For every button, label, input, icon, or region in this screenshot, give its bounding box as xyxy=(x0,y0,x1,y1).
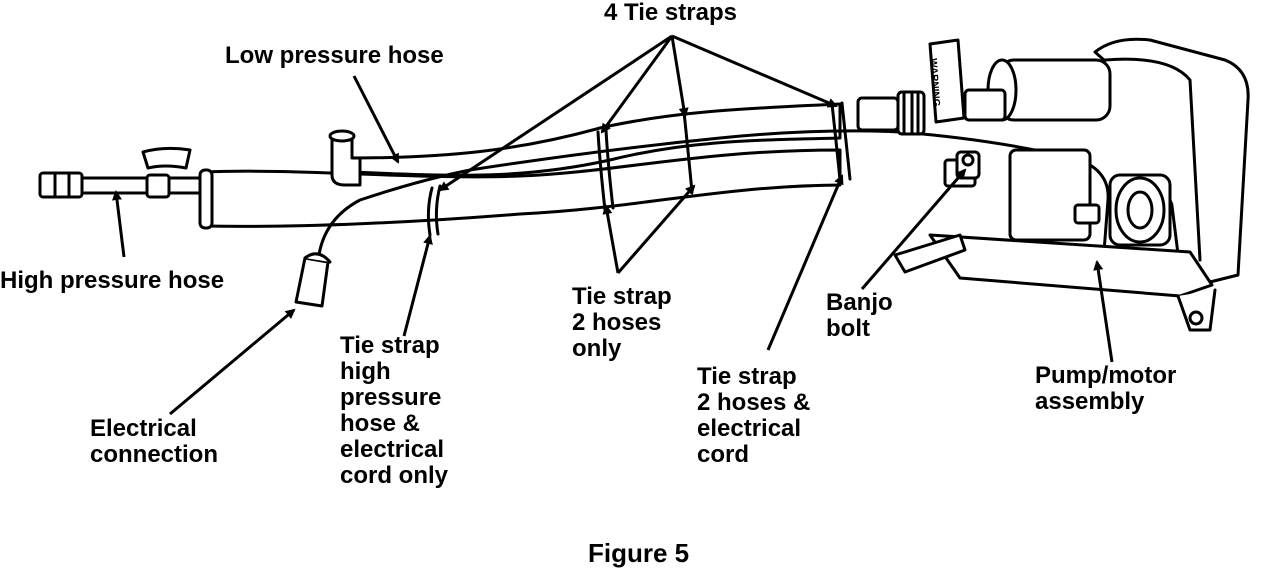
label-high-pressure-hose: High pressure hose xyxy=(0,267,225,294)
label-line: cord only xyxy=(340,462,449,489)
label-line: 2 hoses xyxy=(572,309,662,336)
leader-tie-strap-a xyxy=(438,34,673,192)
figure-caption: Figure 5 xyxy=(588,538,690,568)
tie-strap-1 xyxy=(426,186,434,237)
label-line: electrical xyxy=(697,415,802,442)
label-line: connection xyxy=(90,441,219,468)
label-line: assembly xyxy=(1035,388,1145,415)
leader-pump xyxy=(1093,260,1114,363)
tie-strap-3 xyxy=(682,110,694,194)
label-line: Electrical xyxy=(90,415,197,442)
leader-two-hoses-b xyxy=(616,184,696,274)
hose-fitting xyxy=(38,171,209,199)
label-pump-motor-assembly: Pump/motor assembly xyxy=(1035,363,1176,415)
label-tie-strap-high-pressure: Tie strap high pressure hose & electrica… xyxy=(340,333,448,489)
hose-collar-clip xyxy=(141,146,192,170)
label-line: high xyxy=(340,358,391,385)
label-line: cord xyxy=(697,441,750,468)
label-line: Tie strap xyxy=(340,332,440,359)
leader-high-cord xyxy=(402,234,433,337)
low-pressure-elbow xyxy=(330,138,362,187)
label-line: electrical xyxy=(340,436,445,463)
electrical-connector xyxy=(294,256,330,308)
leader-two-hoses-a xyxy=(602,204,620,274)
label-banjo-bolt: Banjo bolt xyxy=(826,290,893,342)
leader-low-pressure xyxy=(352,75,400,164)
label-line: only xyxy=(572,335,622,362)
leader-banjo xyxy=(860,168,967,290)
leader-tie-strap-c xyxy=(670,35,689,118)
label-low-pressure-hose: Low pressure hose xyxy=(225,42,444,69)
label-electrical-connection: Electrical connection xyxy=(90,416,218,468)
label-line: pressure xyxy=(340,384,442,411)
tie-strap-2 xyxy=(596,130,607,212)
leader-tie-strap-d xyxy=(671,34,838,108)
pump-motor-assembly xyxy=(893,37,1250,332)
leader-tie-strap-b xyxy=(600,35,674,134)
low-pressure-hose xyxy=(348,102,842,177)
leader-high-pressure xyxy=(112,190,126,258)
label-4-tie-straps: 4 Tie straps xyxy=(604,0,737,26)
label-line: Tie strap xyxy=(572,283,672,310)
label-tie-strap-2-hoses-cord: Tie strap 2 hoses & electrical cord xyxy=(697,364,810,468)
leader-cord-strap xyxy=(766,174,844,351)
label-line: Banjo xyxy=(826,289,893,316)
label-line: bolt xyxy=(826,315,870,342)
label-line: Pump/motor xyxy=(1035,362,1177,389)
leader-electrical xyxy=(169,308,296,416)
tie-strap-4 xyxy=(830,102,842,182)
label-line: hose & xyxy=(340,410,421,437)
label-tie-strap-2-hoses-only: Tie strap 2 hoses only xyxy=(572,284,672,362)
label-line: Tie strap xyxy=(697,363,797,390)
warning-tag-text: WARNING xyxy=(927,57,942,107)
label-line: 2 hoses & xyxy=(697,389,811,416)
